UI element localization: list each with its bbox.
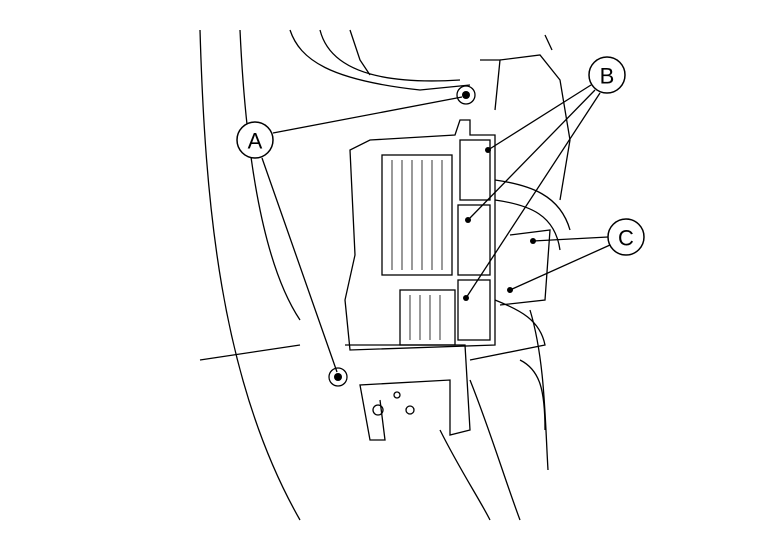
leader-lines [261, 84, 611, 373]
callout-c-label: C [618, 226, 634, 251]
callout-b: B [588, 56, 626, 94]
bolt-upper [456, 85, 476, 105]
bolt-lower [328, 367, 348, 387]
callout-a: A [236, 121, 274, 159]
callout-b-label: B [600, 64, 615, 89]
fuse-block [344, 119, 571, 441]
body-panel-outline [199, 29, 571, 521]
callout-a-label: A [248, 129, 263, 154]
callout-c: C [607, 218, 645, 256]
